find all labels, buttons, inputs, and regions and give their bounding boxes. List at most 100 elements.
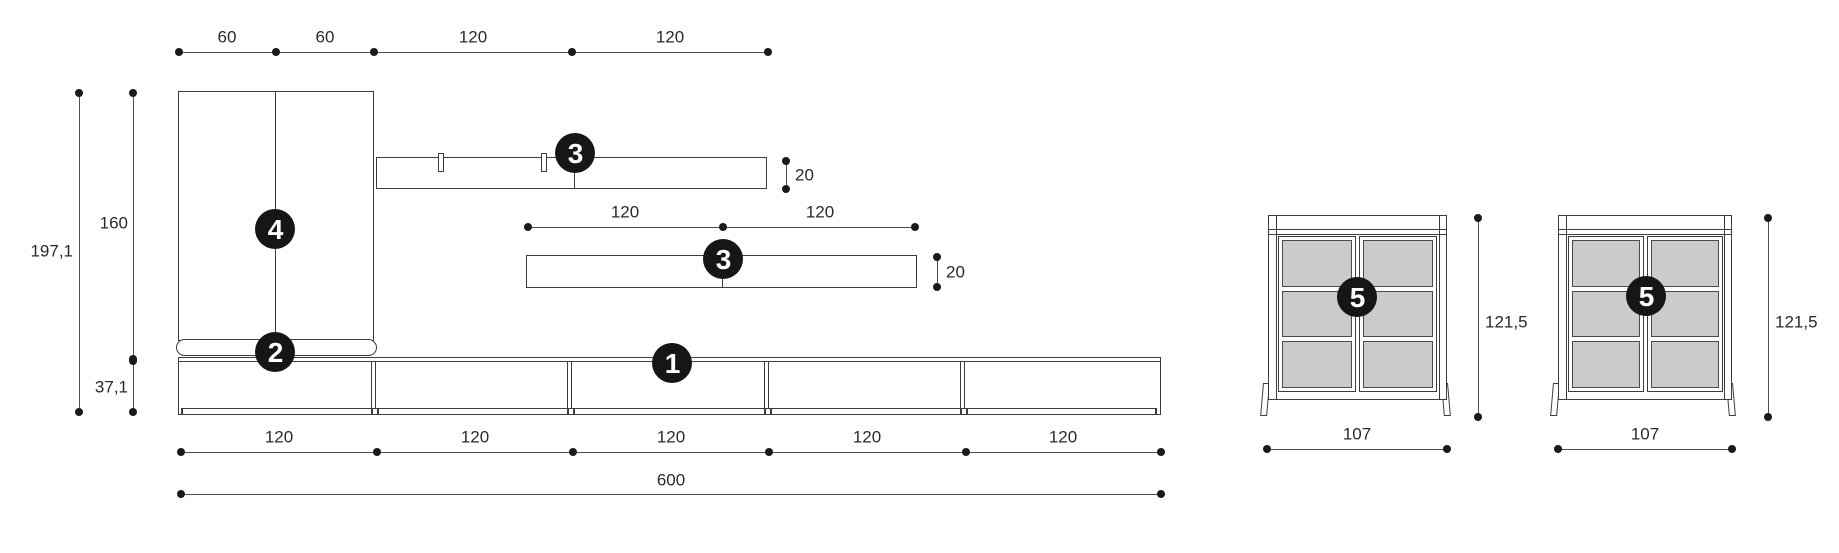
badge-base-unit: 1 [652, 343, 692, 383]
dim-line [937, 257, 938, 287]
dim-dot [175, 48, 183, 56]
glass-panel [1572, 290, 1640, 338]
dim-dot [911, 223, 919, 231]
dim-label-lower-height: 37,1 [94, 377, 128, 397]
dim-line [1478, 218, 1479, 417]
dim-label-shelf-thickness: 20 [795, 165, 814, 185]
cabinet-cornice-line [1268, 234, 1447, 235]
dim-label-cabinet-width: 107 [1630, 424, 1660, 444]
dim-dot [1764, 214, 1772, 222]
glass-panel [1651, 341, 1719, 389]
dim-dot [782, 185, 790, 193]
dim-label: 120 [264, 427, 294, 447]
dim-label: 60 [217, 27, 237, 47]
cabinet-stile [1276, 215, 1277, 400]
cabinet-door [1278, 236, 1356, 392]
dim-label: 120 [805, 202, 835, 222]
cabinet-door [1647, 236, 1723, 392]
badge-shelf-lower: 3 [703, 239, 743, 279]
base-foot [567, 408, 569, 415]
glass-panel [1363, 341, 1433, 389]
badge-bench-top: 2 [255, 332, 295, 372]
dim-dot [569, 448, 577, 456]
base-divider [960, 361, 965, 408]
dim-dot [129, 89, 137, 97]
dim-dot [272, 48, 280, 56]
dim-label: 120 [610, 202, 640, 222]
cabinet-door [1568, 236, 1644, 392]
badge-display-cabinet-left: 5 [1337, 277, 1377, 317]
base-foot [377, 408, 379, 415]
dim-label-total-height: 197,1 [30, 241, 73, 261]
dim-dot [1474, 214, 1482, 222]
glass-panel [1572, 240, 1640, 287]
base-foot [573, 408, 575, 415]
base-foot [371, 408, 373, 415]
dim-label-total-width: 600 [656, 470, 686, 490]
cabinet-cornice-line [1558, 234, 1732, 235]
glass-panel [1282, 341, 1352, 389]
dim-label: 120 [1048, 427, 1078, 447]
dim-line [1768, 218, 1769, 417]
badge-shelf-upper: 3 [555, 133, 595, 173]
dim-label-cabinet-height: 121,5 [1775, 312, 1818, 332]
dim-dot [1157, 490, 1165, 498]
base-divider [567, 361, 572, 408]
dim-dot [1443, 445, 1451, 453]
dim-dot [765, 448, 773, 456]
dim-line [1267, 449, 1447, 450]
base-divider [764, 361, 769, 408]
dim-dot [1764, 413, 1772, 421]
dim-dot [782, 157, 790, 165]
dim-dot [129, 408, 137, 416]
dim-label: 60 [315, 27, 335, 47]
dim-line [181, 494, 1161, 495]
base-foot [966, 408, 968, 415]
dim-label: 120 [458, 27, 488, 47]
base-foot [764, 408, 766, 415]
base-divider [371, 361, 376, 408]
dim-dot [1474, 413, 1482, 421]
cabinet-stile [1439, 215, 1440, 400]
dim-line [181, 452, 1161, 453]
base-foot [960, 408, 962, 415]
dim-dot [1157, 448, 1165, 456]
dim-dot [1554, 445, 1562, 453]
dim-label: 120 [460, 427, 490, 447]
dim-dot [177, 490, 185, 498]
dim-dot [75, 89, 83, 97]
dim-label-upper-height: 160 [99, 213, 128, 233]
dim-dot [373, 448, 381, 456]
dim-dot [933, 253, 941, 261]
dim-line [79, 93, 80, 412]
shelf-upper-clip [438, 153, 444, 172]
dim-dot [370, 48, 378, 56]
dim-line [786, 161, 787, 189]
dim-dot [962, 448, 970, 456]
dim-dot [129, 357, 137, 365]
badge-display-cabinet-right: 5 [1626, 276, 1666, 316]
dim-dot [177, 448, 185, 456]
badge-stem [574, 172, 575, 189]
cabinet-door [1359, 236, 1437, 392]
dim-line [1558, 449, 1732, 450]
cabinet-stile [1724, 215, 1725, 400]
glass-panel [1572, 341, 1640, 389]
glass-panel [1651, 240, 1719, 287]
shelf-upper-clip [541, 153, 547, 172]
dim-dot [524, 223, 532, 231]
dim-dot [719, 223, 727, 231]
cabinet-cornice-line [1268, 229, 1447, 230]
glass-panel [1282, 240, 1352, 287]
dim-line [133, 93, 134, 359]
cabinet-stile [1566, 215, 1567, 400]
badge-stem [722, 278, 723, 288]
dim-dot [1263, 445, 1271, 453]
dim-line [179, 52, 768, 53]
dim-label-shelf-thickness: 20 [946, 262, 965, 282]
dim-dot [568, 48, 576, 56]
base-foot [181, 408, 183, 415]
badge-wall-cabinet: 4 [255, 209, 295, 249]
glass-panel [1363, 240, 1433, 287]
